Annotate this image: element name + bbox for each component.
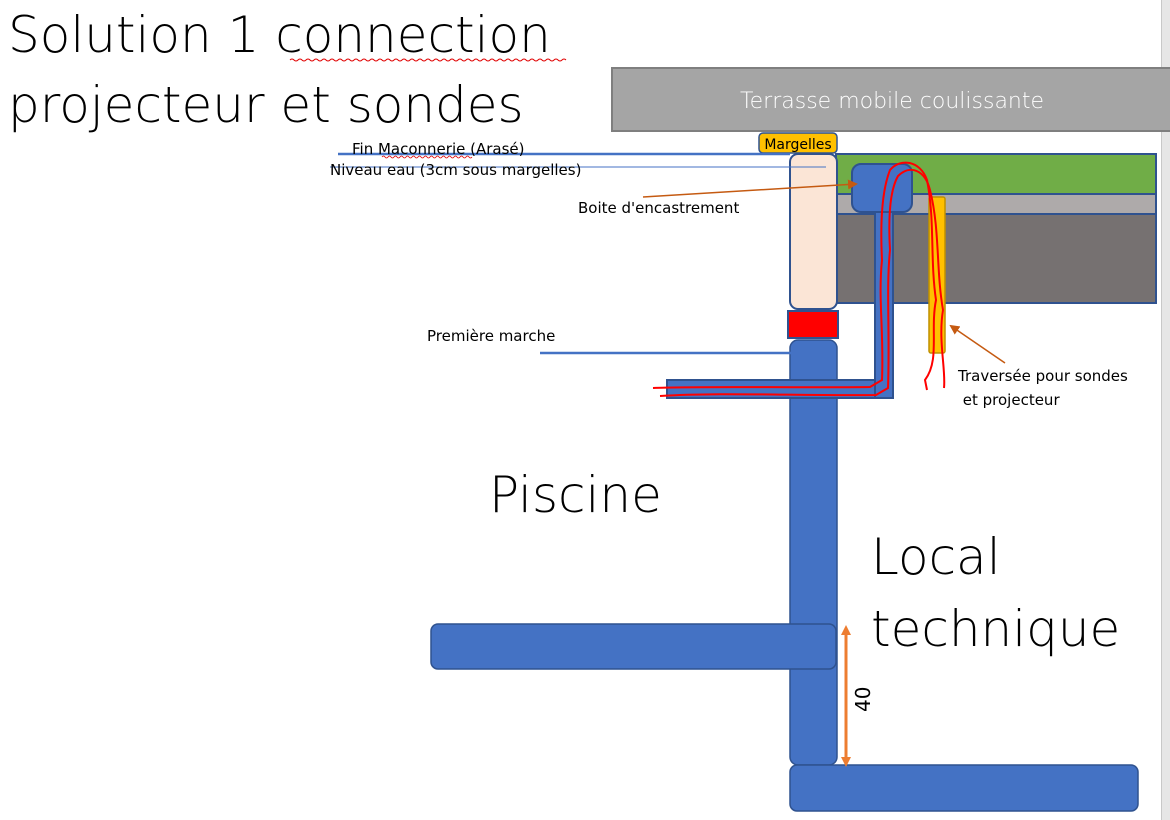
local-label-2: technique xyxy=(871,600,1120,658)
pool-floor-slab xyxy=(430,623,837,670)
boite-pointer-arrow xyxy=(642,179,858,198)
margelles-label: Margelles xyxy=(764,137,831,153)
fin-maconnerie-label: Fin Maconnerie (Arasé) xyxy=(352,140,524,158)
traversee-label-1: Traversée pour sondes xyxy=(957,367,1128,385)
title-line-1: Solution 1 connection xyxy=(8,6,551,64)
banner-label: Terrasse mobile coulissante xyxy=(740,89,1044,114)
spellcheck-squiggle-2 xyxy=(381,155,473,159)
boite-label: Boite d'encastrement xyxy=(578,199,739,217)
local-label-1: Local xyxy=(871,528,1001,586)
main-wall xyxy=(789,339,838,766)
page-gutter xyxy=(1161,0,1170,820)
spellcheck-squiggle xyxy=(289,58,567,62)
terrasse-banner: Terrasse mobile coulissante xyxy=(611,67,1170,132)
title-line-2: projecteur et sondes xyxy=(8,76,524,134)
traversee-pointer-arrow xyxy=(949,324,1006,364)
cable-1 xyxy=(652,161,938,391)
dimension-label: 40 xyxy=(851,687,875,712)
premiere-marche-label: Première marche xyxy=(427,327,555,345)
niveau-eau-label: Niveau eau (3cm sous margelles) xyxy=(330,161,581,179)
local-floor-slab xyxy=(789,764,1139,812)
upper-wall xyxy=(789,153,838,310)
cables xyxy=(652,161,946,397)
piscine-label: Piscine xyxy=(489,466,662,524)
traversee-label-2: et projecteur xyxy=(958,391,1060,409)
first-step-block xyxy=(787,310,839,339)
cable-2 xyxy=(659,168,946,397)
